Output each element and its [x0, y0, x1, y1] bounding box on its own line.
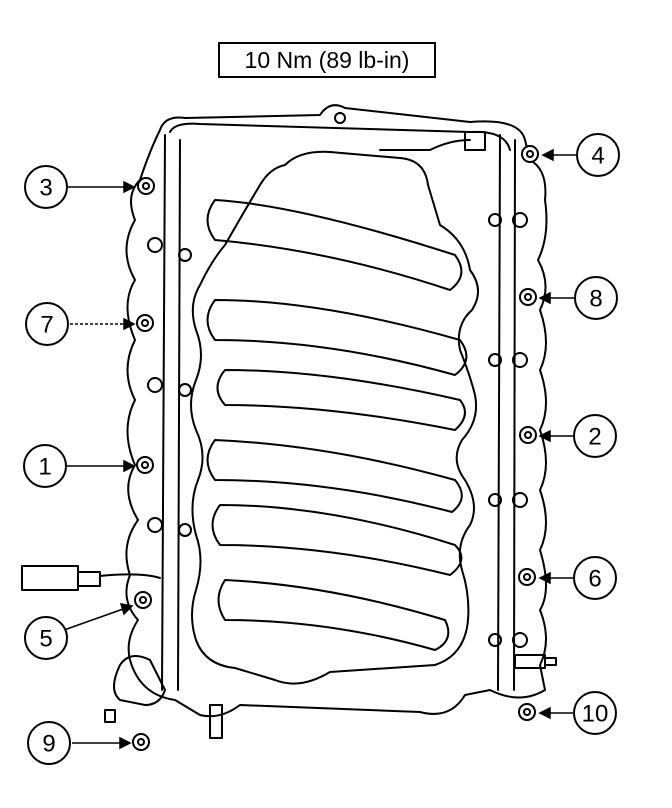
- callout-4: 4: [576, 133, 620, 177]
- callout-8: 8: [574, 276, 618, 320]
- bolt-9: [132, 733, 150, 751]
- runner: [217, 579, 450, 651]
- hose-fitting: [514, 654, 557, 669]
- sequence-callouts: 1 2 3 4 5 6 7 8: [23, 133, 620, 765]
- callout-7-number: 7: [40, 312, 53, 339]
- callout-3: 3: [24, 165, 68, 209]
- callout-2: 2: [573, 414, 617, 458]
- bolt-7: [136, 314, 154, 332]
- bolt-1: [136, 456, 154, 474]
- mounting-bosses: [147, 112, 528, 648]
- callout-7: 7: [25, 302, 69, 346]
- callout-10-number: 10: [582, 701, 609, 728]
- callout-5: 5: [24, 616, 68, 660]
- runner: [206, 439, 463, 513]
- wire-harness: [21, 565, 161, 591]
- right-frame-rail: [497, 134, 516, 691]
- bolt-2: [519, 426, 537, 444]
- bolt-10: [518, 703, 536, 721]
- callout-9: 9: [27, 721, 71, 765]
- sensor-connector: [104, 655, 223, 739]
- callout-6-number: 6: [588, 566, 601, 593]
- left-frame-rail: [161, 134, 181, 691]
- intake-gasket: [190, 150, 479, 685]
- bolt-5: [134, 591, 152, 609]
- callout-2-number: 2: [588, 424, 601, 451]
- bolt-3: [137, 177, 155, 195]
- bolt-6: [518, 568, 536, 586]
- top-frame-rail: [169, 122, 511, 151]
- runner: [206, 199, 463, 291]
- callout-10: 10: [573, 691, 617, 735]
- callout-1-number: 1: [38, 454, 51, 481]
- callout-5-number: 5: [39, 626, 52, 653]
- runner: [206, 299, 468, 376]
- callout-3-number: 3: [39, 175, 52, 202]
- runner: [211, 504, 463, 576]
- callout-6: 6: [573, 556, 617, 600]
- runner: [216, 369, 466, 431]
- bolt-heads: [132, 145, 539, 751]
- torque-spec-label: 10 Nm (89 lb-in): [218, 42, 436, 78]
- callout-4-number: 4: [591, 143, 604, 170]
- fuel-tube: [379, 131, 486, 151]
- manifold-body-outline: [125, 104, 548, 718]
- callout-1: 1: [23, 444, 67, 488]
- intake-runners: [206, 199, 468, 651]
- callout-8-number: 8: [589, 286, 602, 313]
- callout-9-number: 9: [42, 731, 55, 758]
- leader-lines: [63, 148, 576, 750]
- bolt-8: [519, 288, 537, 306]
- bolt-4: [521, 145, 539, 163]
